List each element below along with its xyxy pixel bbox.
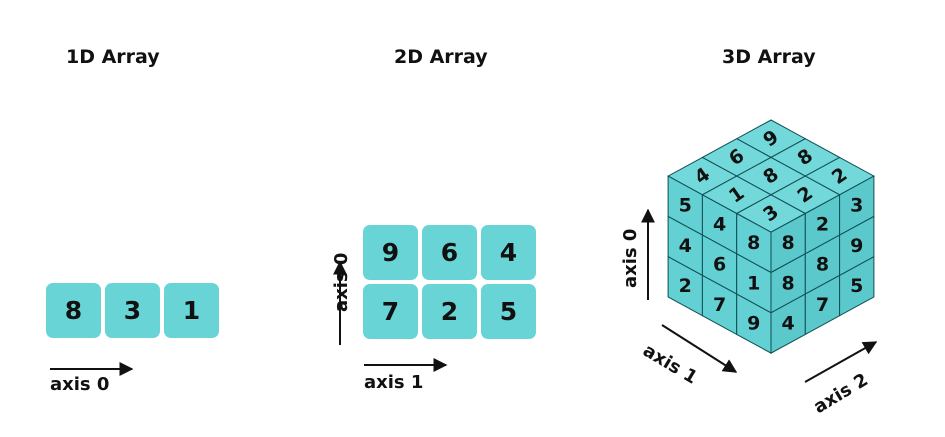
array2d-cell: 5 <box>481 284 536 339</box>
cube-right-face-value: 3 <box>850 195 863 217</box>
cube-right-face-value: 2 <box>816 213 829 235</box>
axis0-label-1d: axis 0 <box>50 374 110 395</box>
axis2-arrow-3d <box>804 341 878 383</box>
cube-right-face-cell <box>839 255 875 317</box>
cube-right-face-value: 7 <box>816 294 829 316</box>
cube-right-face-value: 5 <box>850 275 863 297</box>
array2d-cell: 7 <box>363 284 418 339</box>
cube-left-face-value: 6 <box>713 254 726 276</box>
cube-right-face-value: 4 <box>781 313 794 335</box>
cube-left-face-value: 1 <box>747 272 760 294</box>
array1d-cell: 3 <box>105 283 160 338</box>
cube-left-face-value: 8 <box>747 232 760 254</box>
array2d-cell: 2 <box>422 284 477 339</box>
cube-left-face-value: 9 <box>747 313 760 335</box>
axis1-label-2d: axis 1 <box>364 372 424 393</box>
cube-right-face-value: 9 <box>850 235 863 257</box>
array2d-cell: 6 <box>422 225 477 280</box>
cube-left-face-value: 2 <box>679 275 692 297</box>
array1d-cell: 8 <box>46 283 101 338</box>
cube-left-face-value: 4 <box>679 235 692 257</box>
axis0-label-3d: axis 0 <box>620 228 641 288</box>
cube-right-face-value: 8 <box>781 232 794 254</box>
cube-left-face-value: 4 <box>713 213 726 235</box>
cube-right-face-value: 8 <box>781 272 794 294</box>
array2d-cell: 9 <box>363 225 418 280</box>
array1d-cell: 1 <box>164 283 219 338</box>
array2d-cell: 4 <box>481 225 536 280</box>
title-1d-array: 1D Array <box>66 46 160 68</box>
cube-right-face-value: 8 <box>816 254 829 276</box>
axis1-arrow-3d <box>661 324 738 373</box>
title-2d-array: 2D Array <box>394 46 488 68</box>
title-3d-array: 3D Array <box>722 46 816 68</box>
cube-left-face-value: 5 <box>679 195 692 217</box>
cube-left-face-value: 7 <box>713 294 726 316</box>
